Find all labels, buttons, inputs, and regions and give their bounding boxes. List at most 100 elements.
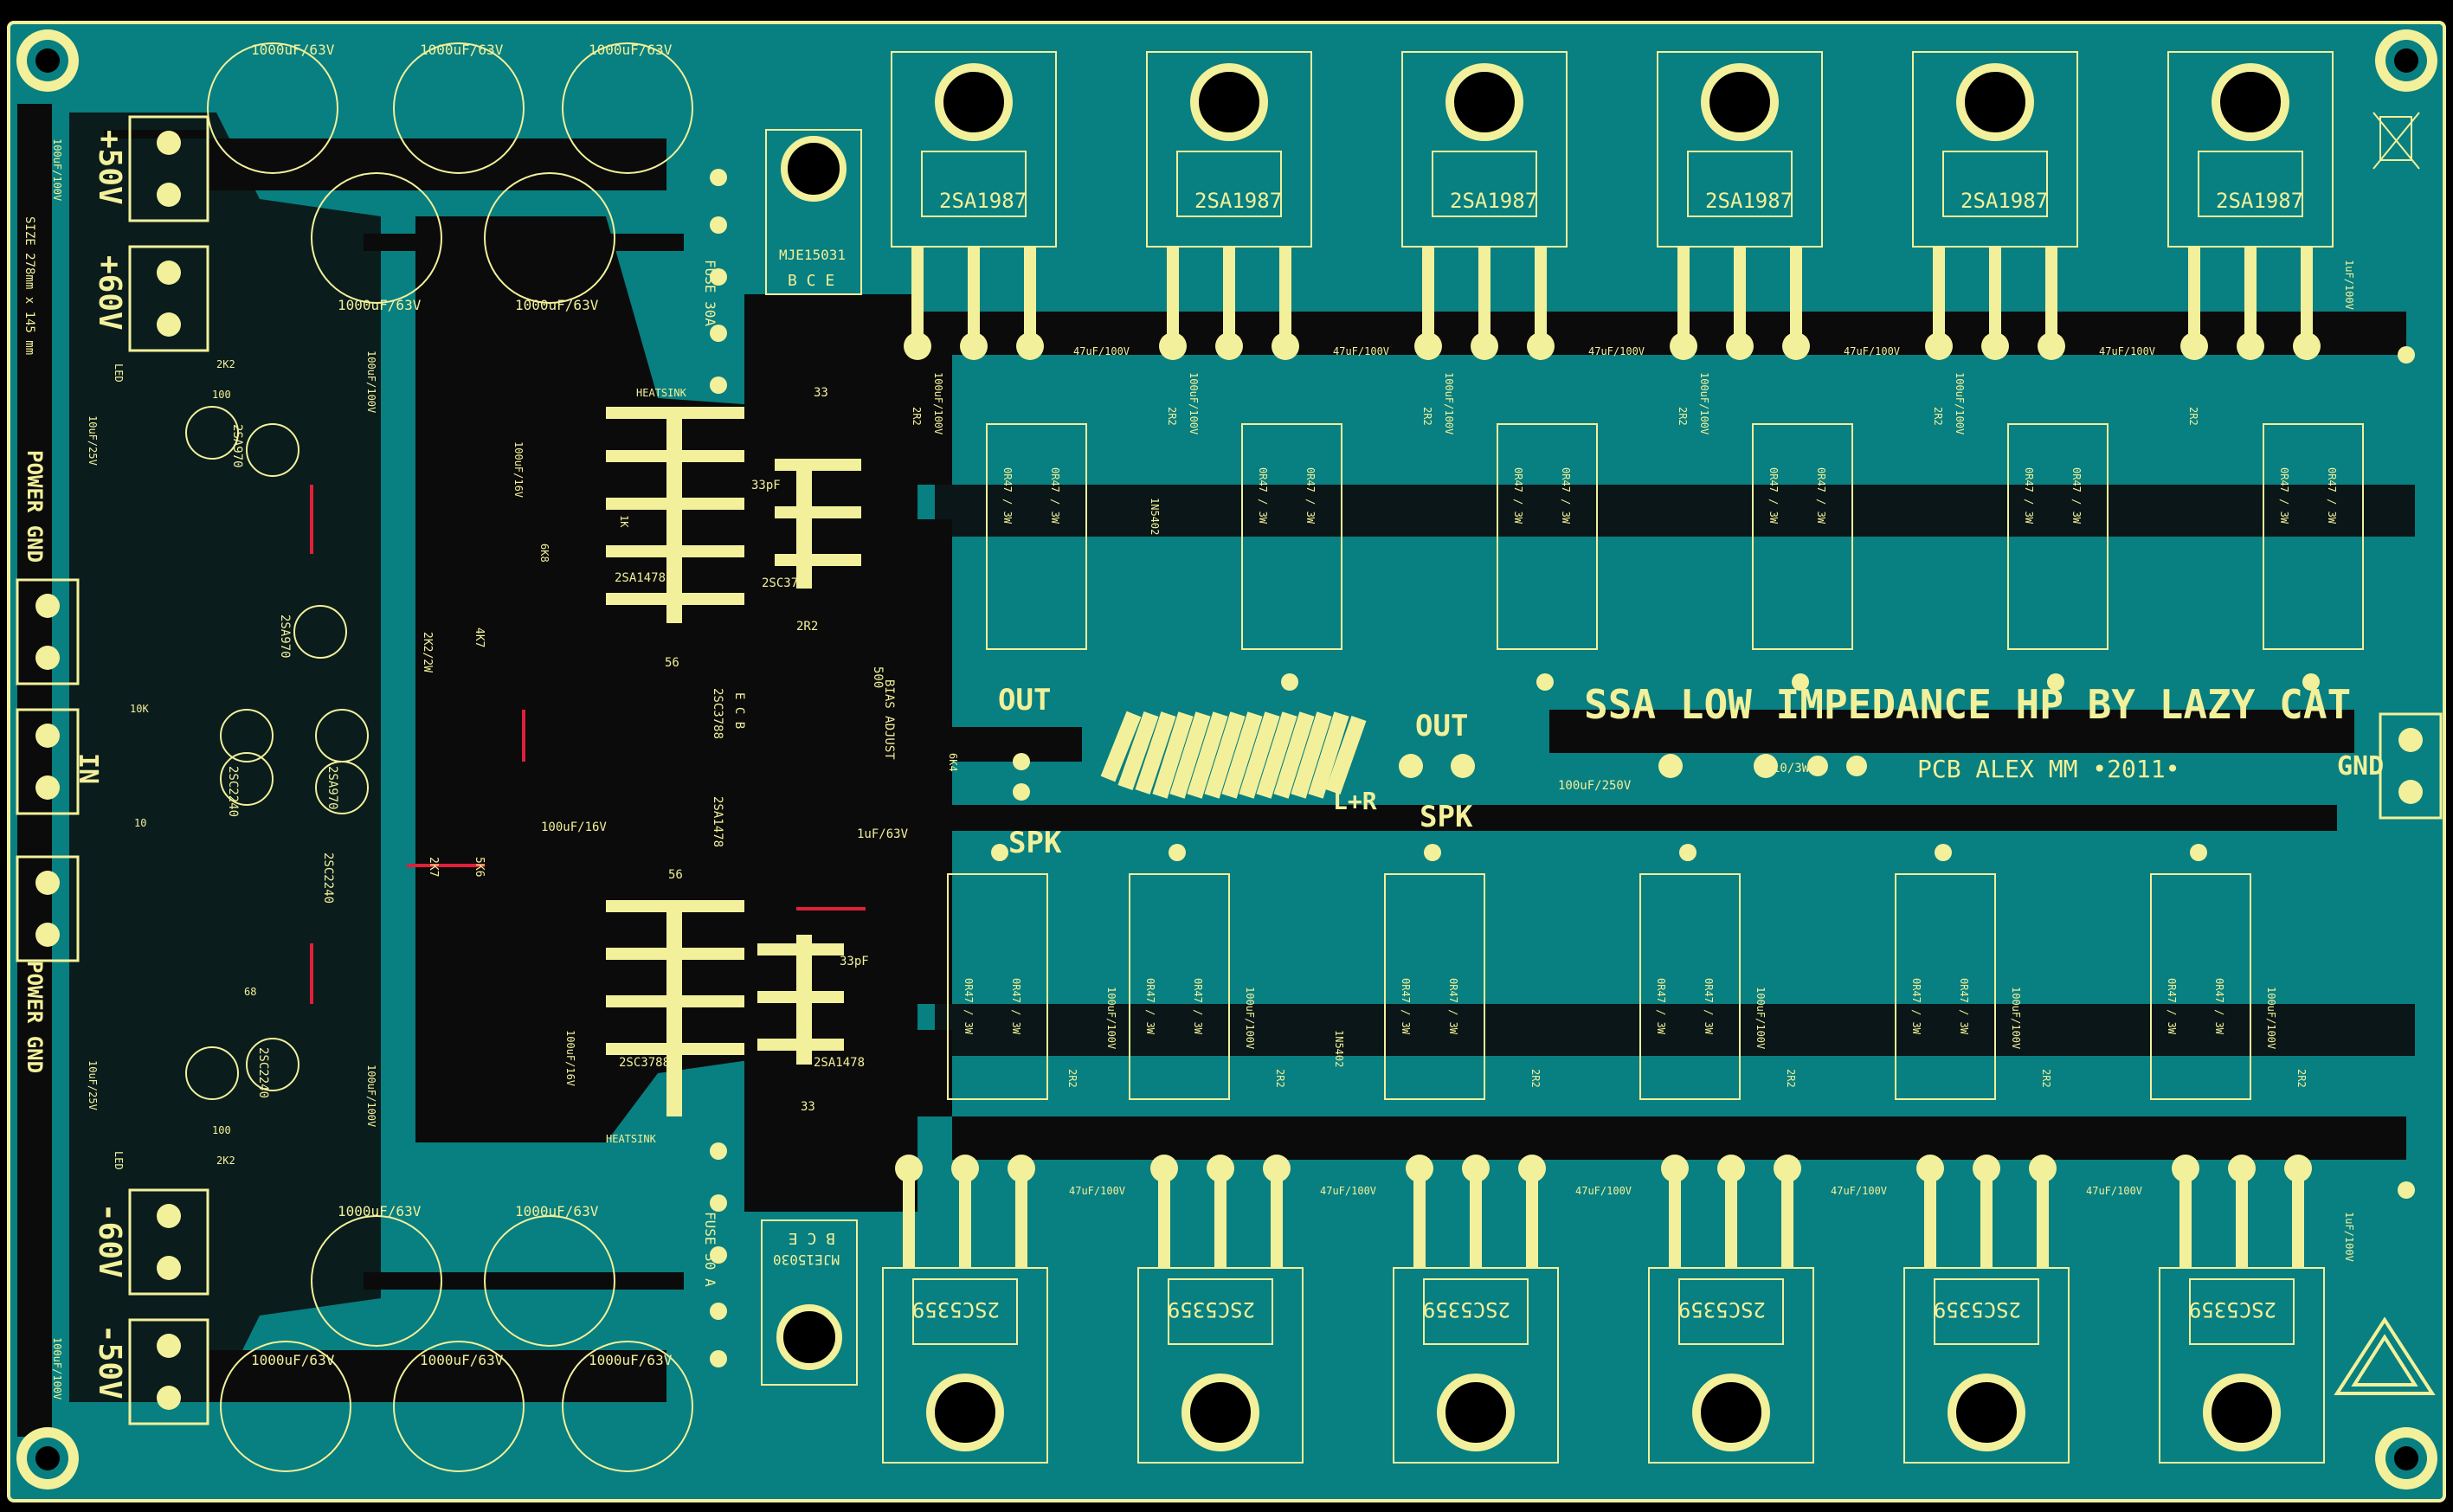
- label-out-2: OUT: [1415, 709, 1468, 743]
- sa970-label: 2SA970: [230, 424, 244, 468]
- label-spk-2: SPK: [1420, 800, 1473, 834]
- top-transistor-label: 2SA1987: [939, 189, 1027, 213]
- cap-label: 1000uF/63V: [251, 42, 335, 58]
- heatsink-shapes: [606, 407, 861, 1116]
- label-in: IN: [73, 753, 103, 784]
- top-transistor-legs: [911, 247, 2313, 338]
- r100-label-2: 100: [212, 1124, 231, 1136]
- c33p-label: 33pF: [751, 479, 781, 492]
- emitter-res-label: 0R47 / 3W: [2023, 467, 2035, 524]
- small100-label: 100uF/100V: [365, 351, 377, 413]
- r56-label: 56: [665, 656, 679, 670]
- label-out: OUT: [998, 683, 1051, 717]
- bias-label: BIAS ADJUST: [882, 679, 896, 760]
- top-emitter-resistors: [986, 423, 2364, 650]
- c47-label: 47uF/100V: [1588, 345, 1645, 357]
- c100-250-label: 100uF/250V: [1558, 779, 1632, 793]
- sa1478-label-2: 2SA1478: [814, 1056, 865, 1070]
- c1uf100-label: 1uF/100V: [2343, 260, 2355, 310]
- led-label-2: LED: [113, 1151, 125, 1170]
- r2k7-label: 2K7: [427, 857, 440, 877]
- bottom-transistor-label: 2SC5359: [1678, 1297, 1766, 1322]
- label-plus50: +50V: [92, 130, 127, 205]
- small-transistors: [185, 406, 369, 1100]
- cap-label: 1000uF/63V: [420, 1352, 504, 1368]
- c100-16-label-2: 100uF/16V: [512, 441, 525, 498]
- small100-out-label: 100uF/100V: [1188, 372, 1200, 434]
- cap-label: 1000uF/63V: [515, 1203, 599, 1219]
- r2r2-label-mid: 2R2: [796, 620, 818, 634]
- emitter-res-label: 0R47 / 3W: [963, 978, 975, 1035]
- small100-label-4: 100uF/100V: [51, 1337, 63, 1399]
- terminal-blocks: [16, 115, 2443, 1425]
- label-lr: L+R: [1333, 787, 1377, 815]
- output-inductor: [1100, 711, 1367, 799]
- r68-label: 68: [244, 986, 256, 998]
- emitter-res-label: 0R47 / 3W: [2166, 978, 2178, 1035]
- small100-out-label: 100uF/100V: [2010, 987, 2022, 1049]
- small100-out-label: 100uF/100V: [1105, 987, 1117, 1049]
- diode-label-2: 1N5402: [1333, 1030, 1345, 1067]
- diode-label: 1N5402: [1149, 498, 1161, 535]
- r2r2-label: 2R2: [1677, 407, 1689, 426]
- emitter-res-label: 0R47 / 3W: [1815, 467, 1827, 524]
- top-transistor-label: 2SA1987: [1960, 189, 2048, 213]
- bulk-capacitors: [207, 42, 693, 1472]
- r2r2-label: 2R2: [1274, 1069, 1286, 1088]
- label-spk: SPK: [1008, 826, 1062, 860]
- mje-bottom-bce: B C E: [789, 1229, 835, 1247]
- emitter-res-label: 0R47 / 3W: [1447, 978, 1459, 1035]
- emitter-res-label: 0R47 / 3W: [1144, 978, 1156, 1035]
- cap-label: 1000uF/63V: [420, 42, 504, 58]
- c47-label: 47uF/100V: [1073, 345, 1130, 357]
- r2r2-label: 2R2: [1932, 407, 1944, 426]
- bottom-transistor-label: 2SC5359: [2189, 1297, 2276, 1322]
- bottom-transistor-legs: [903, 1177, 2304, 1268]
- board-title: SSA LOW IMPEDANCE HP BY LAZY CAT: [1584, 681, 2351, 728]
- mje-top-bce: B C E: [788, 272, 834, 290]
- silk-text: SSA LOW IMPEDANCE HP BY LAZY CAT PCB ALE…: [23, 42, 2384, 1399]
- bottom-emitter-resistors: [947, 873, 2251, 1100]
- label-gnd: GND: [2337, 751, 2384, 782]
- jumper-wires: [310, 485, 866, 1004]
- label-minus50: -50V: [92, 1324, 127, 1399]
- led-label: LED: [113, 364, 125, 383]
- cap-label: 1000uF/63V: [515, 297, 599, 313]
- emitter-res-label: 0R47 / 3W: [1910, 978, 1922, 1035]
- emitter-res-label: 0R47 / 3W: [1400, 978, 1412, 1035]
- c1uf100-label-2: 1uF/100V: [2343, 1212, 2355, 1262]
- emitter-res-label: 0R47 / 3W: [1560, 467, 1572, 524]
- heatsink-label-bottom: HEATSINK: [606, 1133, 657, 1145]
- bottom-transistor-label: 2SC5359: [1168, 1297, 1255, 1322]
- ecb-label: E C B: [732, 692, 746, 729]
- c10-25-label: 10uF/25V: [87, 415, 99, 466]
- weee-icon: [2373, 112, 2420, 170]
- cap-label: 1000uF/63V: [338, 297, 422, 313]
- emitter-res-label: 0R47 / 3W: [2278, 467, 2290, 524]
- r2r2-label: 2R2: [2187, 407, 2199, 426]
- c47-label: 47uF/100V: [1575, 1185, 1632, 1197]
- c47-label: 47uF/100V: [1333, 345, 1389, 357]
- r2k2-label-2: 2K2: [216, 1155, 235, 1167]
- r6k4-label: 6K4: [947, 753, 959, 772]
- small100-out-label: 100uF/100V: [932, 372, 944, 434]
- c100-16-label: 100uF/16V: [541, 820, 607, 834]
- board-credit: PCB ALEX MM •2011•: [1917, 755, 2179, 783]
- top-transistor-label: 2SA1987: [1705, 189, 1793, 213]
- small100-out-label: 100uF/100V: [1754, 987, 1767, 1049]
- emitter-res-label: 0R47 / 3W: [1512, 467, 1524, 524]
- small100-out-label: 100uF/100V: [2265, 987, 2277, 1049]
- c47-label: 47uF/100V: [2086, 1185, 2142, 1197]
- emitter-res-label: 0R47 / 3W: [1958, 978, 1970, 1035]
- emitter-res-label: 0R47 / 3W: [1010, 978, 1022, 1035]
- label-power-gnd-bottom: POWER GND: [23, 961, 47, 1073]
- small100-out-label: 100uF/100V: [1244, 987, 1256, 1049]
- r2r2-label: 2R2: [2040, 1069, 2052, 1088]
- r56-label-2: 56: [668, 868, 683, 882]
- cap-label: 1000uF/63V: [589, 42, 673, 58]
- sc3788-label-2: 2SC3788: [619, 1056, 670, 1070]
- r5k6-label: 5K6: [473, 857, 486, 877]
- r6k8-label: 6K8: [538, 544, 550, 563]
- r10k-label: 10K: [130, 703, 149, 715]
